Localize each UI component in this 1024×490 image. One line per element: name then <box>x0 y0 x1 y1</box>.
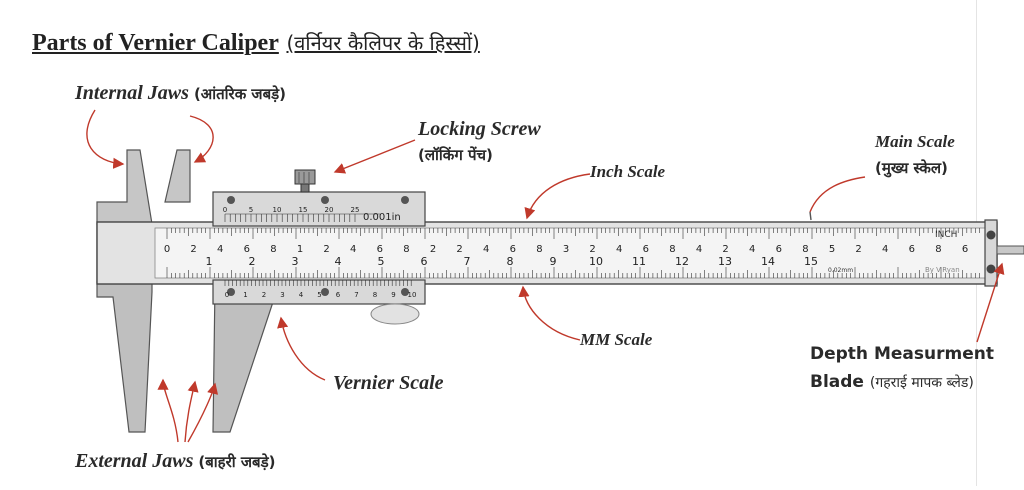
vernier-top-number: 20 <box>325 206 334 214</box>
vernier-bottom-number: 0 <box>225 291 229 299</box>
mm-number: 12 <box>675 255 689 268</box>
fixed-jaw <box>96 149 156 433</box>
inch-number: 6 <box>909 244 915 255</box>
inch-number: 6 <box>510 244 516 255</box>
mm-number: 13 <box>718 255 732 268</box>
mm-number: 1 <box>206 255 213 268</box>
title-english: Parts of Vernier Caliper <box>32 30 279 56</box>
depth-blade-label: Depth Measurment Blade (गहराई मापक ब्लेड… <box>810 344 994 392</box>
annotation-arrows <box>86 109 1005 443</box>
inch-scale-label: Inch Scale <box>590 162 666 181</box>
vernier-top-number: 15 <box>299 206 308 214</box>
inch-number: 4 <box>217 244 223 255</box>
vernier-bottom-number: 3 <box>280 291 284 299</box>
vernier-top-plate <box>212 191 426 227</box>
vernier-bottom-number: 1 <box>243 291 247 299</box>
mm-number: 5 <box>378 255 385 268</box>
vernier-scale-label: Vernier Scale <box>333 372 444 394</box>
inch-number: 6 <box>643 244 649 255</box>
main-scale-ticks <box>166 228 981 278</box>
mm-number: 15 <box>804 255 818 268</box>
vernier-bottom-number: 10 <box>408 291 417 299</box>
inch-number: 4 <box>882 244 888 255</box>
vernier-bottom-number: 2 <box>262 291 266 299</box>
mm-number: 14 <box>761 255 775 268</box>
vernier-bottom-number: 5 <box>317 291 321 299</box>
vernier-bottom-number: 4 <box>299 291 304 299</box>
vernier-top-number: 10 <box>273 206 282 214</box>
locking-screw <box>294 169 316 193</box>
vernier-bottom-number: 7 <box>354 291 358 299</box>
inch-number: 2 <box>323 244 329 255</box>
inch-number: 8 <box>802 244 808 255</box>
inch-number: 2 <box>190 244 196 255</box>
vernier-bottom-numbers: 0 1 2 3 4 5 6 7 8 9 10 <box>225 291 417 299</box>
sliding-jaw <box>164 149 274 433</box>
inch-number: 4 <box>749 244 755 255</box>
vernier-bottom-number: 9 <box>391 291 395 299</box>
inch-number: 8 <box>669 244 675 255</box>
inch-number: 8 <box>935 244 941 255</box>
inch-marker: INCH <box>935 230 957 240</box>
inch-number: 2 <box>855 244 861 255</box>
mm-number: 9 <box>550 255 557 268</box>
inch-number: 0 <box>164 244 170 255</box>
vernier-resolution: 0.001in <box>363 212 401 223</box>
vernier-bottom-number: 8 <box>373 291 377 299</box>
inch-number: 5 <box>829 244 835 255</box>
inch-number: 2 <box>456 244 462 255</box>
title-hindi: (वर्नियर कैलिपर के हिस्सों) <box>286 31 480 55</box>
mm-resolution: 0.02mm <box>828 267 853 274</box>
inch-number: 4 <box>696 244 702 255</box>
vernier-top-numbers: 0 5 10 15 20 25 <box>223 206 360 214</box>
mm-number: 7 <box>464 255 471 268</box>
inch-number: 6 <box>377 244 383 255</box>
vernier-top-number: 0 <box>223 206 227 214</box>
inch-number: 2 <box>430 244 436 255</box>
vernier-bottom-number: 6 <box>336 291 341 299</box>
credit-text: By V.Ryan <box>925 266 960 274</box>
mm-number: 6 <box>421 255 428 268</box>
inch-number: 4 <box>616 244 622 255</box>
external-jaws-label: External Jaws (बाहरी जबड़े) <box>75 450 276 472</box>
inch-number: 2 <box>589 244 595 255</box>
page-title: Parts of Vernier Caliper (वर्नियर कैलिपर… <box>32 28 480 57</box>
inch-number: 6 <box>962 244 968 255</box>
inch-number: 8 <box>403 244 409 255</box>
mm-number: 11 <box>632 255 646 268</box>
mm-scale-label: MM Scale <box>580 330 653 349</box>
inch-numbers: 0 2 4 6 8 1 2 4 6 8 2 2 4 6 8 3 2 4 6 8 4 2 4 6 8 5 2 4 6 8 6 <box>164 244 968 255</box>
vernier-bottom-plate <box>212 279 426 325</box>
mm-number: 8 <box>507 255 514 268</box>
inch-number: 4 <box>483 244 489 255</box>
mm-number: 3 <box>292 255 299 268</box>
inch-number: 2 <box>722 244 728 255</box>
inch-number: 3 <box>563 244 569 255</box>
inch-number: 1 <box>297 244 303 255</box>
vernier-top-number: 5 <box>249 206 253 214</box>
mm-number: 10 <box>589 255 603 268</box>
inch-number: 6 <box>776 244 782 255</box>
vernier-top-number: 25 <box>351 206 360 214</box>
mm-number: 4 <box>335 255 342 268</box>
internal-jaws-label: Internal Jaws (आंतरिक जबड़े) <box>75 82 287 104</box>
locking-screw-label: Locking Screw (लॉकिंग पेंच) <box>418 118 541 164</box>
main-scale-label: Main Scale (मुख्य स्केल) <box>875 132 955 177</box>
main-beam <box>96 219 1024 287</box>
inch-number: 8 <box>536 244 542 255</box>
inch-number: 4 <box>350 244 356 255</box>
inch-number: 8 <box>270 244 276 255</box>
inch-number: 6 <box>244 244 250 255</box>
mm-number: 2 <box>249 255 256 268</box>
